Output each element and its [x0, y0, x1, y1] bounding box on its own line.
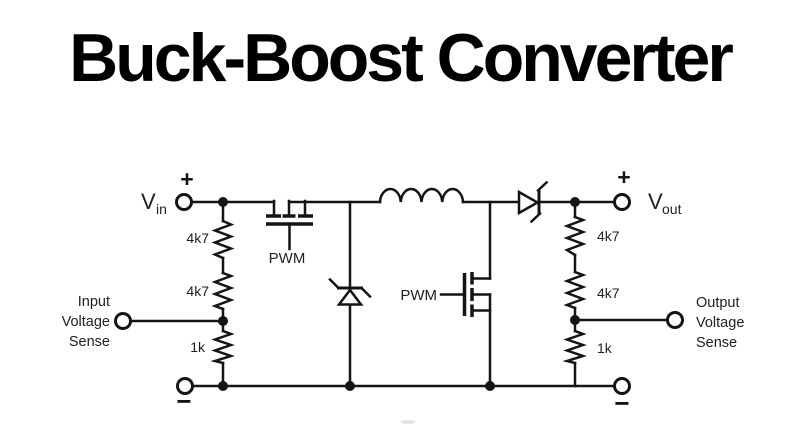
page-title: Buck-Boost Converter: [69, 20, 734, 96]
vin-plus-sign: +: [180, 166, 193, 192]
output-sense-label-line3: Sense: [696, 335, 737, 351]
output-divider-r2: [563, 270, 587, 310]
vout-plus-sign: +: [617, 164, 630, 190]
buck-pwm-label: PWM: [269, 250, 306, 267]
input-r2-value: 4k7: [186, 283, 209, 299]
boost-mosfet: PWM: [400, 200, 492, 388]
input-divider-r3: [210, 329, 236, 365]
output-r1-value: 4k7: [597, 228, 620, 244]
vout-terminal: + V out: [613, 164, 682, 217]
input-divider-r1: [211, 219, 235, 260]
ground-terminal-left: −: [176, 377, 194, 416]
ground-left-circle: [176, 377, 194, 395]
input-divider-r2: [211, 271, 235, 311]
buck-mosfet: PWM: [266, 199, 313, 267]
input-sense-label-line1: Input: [78, 294, 110, 310]
output-diode-triangle: [517, 189, 541, 216]
ground-right-minus-sign: −: [614, 388, 629, 418]
vout-terminal-circle: [613, 193, 631, 211]
junction-dots: [218, 197, 580, 391]
vin-terminal: + V in: [141, 166, 194, 217]
output-divider-r3: [562, 329, 588, 365]
vout-label: V: [648, 189, 663, 214]
vin-terminal-circle: [175, 193, 193, 211]
freewheel-diode: [328, 200, 372, 388]
output-r3-value: 1k: [597, 340, 613, 356]
input-divider: 4k7 4k7 1k: [186, 200, 236, 388]
freewheel-diode-triangle: [336, 287, 364, 306]
ground-right-circle: [613, 377, 631, 395]
input-r1-value: 4k7: [186, 230, 209, 246]
output-sense-label-line1: Output: [696, 295, 740, 311]
ground-left-minus-sign: −: [176, 386, 191, 416]
watermark-smudge: [401, 420, 415, 424]
inductor: [378, 187, 465, 204]
input-sense-label-line2: Voltage: [62, 314, 110, 330]
input-r3-value: 1k: [190, 339, 206, 355]
output-diode: [517, 180, 549, 224]
output-divider: 4k7 4k7 1k: [562, 200, 620, 388]
vin-label: V: [141, 189, 156, 214]
input-sense-label-line3: Sense: [69, 334, 110, 350]
input-sense-terminal-circle: [114, 312, 132, 330]
boost-pwm-label: PWM: [400, 287, 437, 304]
input-voltage-sense: Input Voltage Sense: [62, 294, 225, 350]
output-r2-value: 4k7: [597, 285, 620, 301]
output-voltage-sense: Output Voltage Sense: [573, 295, 744, 351]
ground-terminal-right: −: [613, 377, 631, 418]
output-sense-label-line2: Voltage: [696, 315, 744, 331]
output-divider-r1: [563, 215, 587, 257]
output-sense-terminal-circle: [666, 311, 684, 329]
vout-label-subscript: out: [662, 201, 682, 217]
vin-label-subscript: in: [156, 201, 167, 217]
